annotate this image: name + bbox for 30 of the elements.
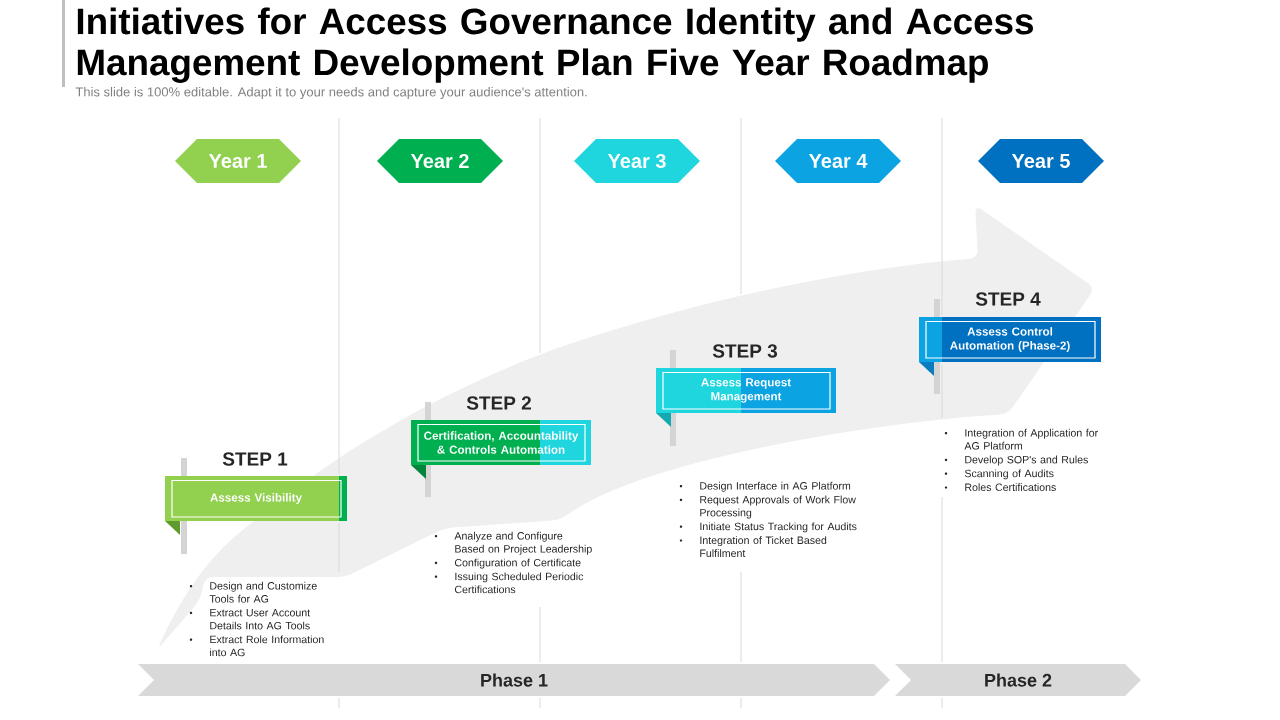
year-hexagon: Year 3: [574, 139, 700, 183]
step-flag: Assess Request Management: [656, 368, 836, 427]
bullet-text: Design Interface in AG Platform: [700, 481, 851, 492]
step-heading: STEP 1: [222, 452, 288, 466]
title: Initiatives for Access Governance Identity and Access Management Development Plan Five Year Roadmap: [77, 7, 1033, 83]
bullet-text: Analyze and Configure Based on Project Leadership: [454, 531, 592, 555]
step-flag: Assess Visibility: [165, 476, 347, 535]
bullet-text: Initiate Status Tracking for Audits: [700, 522, 857, 533]
year-hexagon: Year 4: [775, 139, 901, 183]
bullet-text: Extract Role Information into AG: [210, 635, 324, 657]
bullet-text: Scanning of Audits: [964, 469, 1054, 480]
bullet-text: Integration of Ticket Based Fulfilment: [700, 536, 827, 557]
bullet-text: Configuration of Certificate: [454, 558, 581, 569]
step-flag: Assess Control Automation (Phase-2): [919, 317, 1101, 376]
bullet-text: Develop SOP's and Rules: [965, 455, 1088, 466]
phase-chevron: Phase 2: [895, 664, 1141, 696]
step-heading: STEP 2: [466, 396, 531, 410]
bullet-text: Extract User Account Details Into AG Tools: [210, 609, 311, 630]
bullet-text: Issuing Scheduled Periodic Certifications: [454, 572, 584, 594]
year-hexagon: Year 5: [978, 139, 1104, 183]
bullet-text: Request Approvals of Work Flow Processing: [700, 495, 856, 519]
bullet-text: Integration of Application for AG Platform: [964, 428, 1098, 450]
bullet-text: Roles Certifications: [965, 483, 1056, 491]
year-hexagon: Year 2: [377, 139, 503, 183]
year-hexagon: Year 1: [175, 139, 301, 183]
step-heading: STEP 4: [975, 292, 1041, 306]
subtitle: This slide is 100% editable. Adapt it to your needs and capture your audience's attention.: [75, 86, 587, 100]
step-heading: STEP 3: [712, 344, 778, 358]
phase-chevron: Phase 1: [138, 664, 890, 696]
bullet-text: Design and Customize Tools for AG: [209, 581, 317, 603]
